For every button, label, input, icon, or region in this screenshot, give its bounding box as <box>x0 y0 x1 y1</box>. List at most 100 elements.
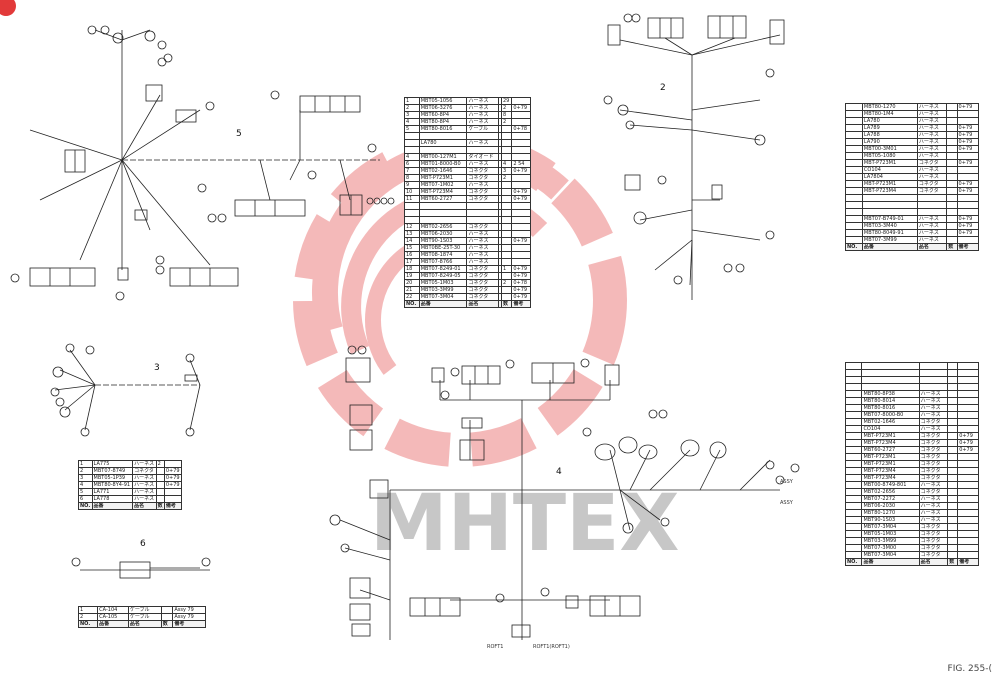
table-cell: NO. <box>845 243 863 251</box>
table-cell <box>404 216 420 224</box>
table-cell <box>947 383 959 391</box>
table-cell <box>957 411 979 419</box>
table-cell: 11 <box>404 195 420 203</box>
table-cell <box>844 411 863 419</box>
table-cell: MBT60-2727 <box>861 446 920 454</box>
table-cell: MBT80-1270 <box>861 103 918 111</box>
table-cell <box>844 397 863 405</box>
table-cell <box>844 432 863 440</box>
table-cell: LA778 <box>91 495 134 503</box>
table-cell <box>916 208 948 216</box>
table-cell <box>957 530 979 538</box>
table-cell: 0+79 <box>957 446 979 454</box>
table-cell <box>511 209 531 217</box>
table-cell: NO. <box>404 300 420 308</box>
callout-label-right-b: ASSY <box>780 500 794 506</box>
table-cell: 18 <box>404 265 420 273</box>
table-cell: LA790 <box>861 138 918 146</box>
table-cell: MBT-P723M4 <box>861 187 918 195</box>
table-cell: MBT06-2030 <box>418 230 468 238</box>
table-cell <box>861 362 920 370</box>
table-cell <box>844 383 863 391</box>
table-cell <box>844 439 863 447</box>
table-cell <box>845 145 863 153</box>
table-cell: MBT80-8016 <box>861 404 920 412</box>
table-cell <box>946 194 958 202</box>
table-cell: MBT80-1270 <box>861 509 920 517</box>
table-cell <box>500 223 513 231</box>
table-cell: ハーネス <box>466 118 499 126</box>
table-cell <box>956 166 980 174</box>
table-cell: MBT-P723M1 <box>861 432 920 440</box>
table-cell <box>844 516 863 524</box>
table-cell: 19 <box>404 272 420 280</box>
harness-2 <box>603 13 785 300</box>
table-cell: 0+79 <box>956 229 980 237</box>
table-cell: 6 <box>404 160 420 168</box>
table-cell <box>947 439 959 447</box>
table-cell: MBT80-8P38 <box>861 390 920 398</box>
table-cell: CA-104 <box>97 606 129 614</box>
table-cell <box>946 229 958 237</box>
table-cell <box>845 229 863 237</box>
table-cell: 0+79 <box>957 439 979 447</box>
table-cell: 0+79 <box>956 124 980 132</box>
table-cell: LA780 <box>861 117 918 125</box>
table-cell <box>404 139 420 147</box>
table-row: NO.品番品名数備考 <box>78 502 183 510</box>
table-cell <box>844 537 863 545</box>
table-row <box>844 362 979 370</box>
table-cell <box>946 152 958 160</box>
table-cell <box>500 146 513 154</box>
table-cell: MBT60-2727 <box>418 195 468 203</box>
table-cell <box>956 117 980 125</box>
table-cell <box>155 474 165 482</box>
table-cell <box>946 208 958 216</box>
table-cell: MBT-P723M1 <box>861 180 918 188</box>
table-cell: 0+79 <box>511 188 531 196</box>
table-cell <box>466 132 499 140</box>
table-cell: ハーネス <box>466 251 499 259</box>
table-cell: 2 <box>500 118 513 126</box>
table-cell: ハーネス <box>916 236 948 244</box>
table-cell: 数 <box>946 243 958 251</box>
table-cell <box>155 495 165 503</box>
table-cell: NO. <box>78 502 93 510</box>
table-cell: 品名 <box>916 243 948 251</box>
table-cell <box>500 293 513 301</box>
table-cell <box>500 132 513 140</box>
table-cell <box>946 201 958 209</box>
table-cell: 4 <box>78 481 93 489</box>
table-cell <box>946 222 958 230</box>
callout-label-bottom-a: ROFT1 <box>487 644 503 650</box>
table-cell: ハーネス <box>466 181 499 189</box>
table-cell: 1 <box>500 265 513 273</box>
table-cell: ハーネス <box>918 411 949 419</box>
table-cell <box>844 453 863 461</box>
table-row: NO.品番品名数備考 <box>404 300 531 308</box>
table-cell: 備考 <box>163 502 183 510</box>
table-row <box>404 209 531 217</box>
table-cell: コネクタ <box>918 453 949 461</box>
table-cell <box>160 613 174 621</box>
table-cell <box>845 208 863 216</box>
table-cell: MBT07-3M00 <box>861 544 920 552</box>
table-cell: 12 <box>404 223 420 231</box>
table-cell <box>946 131 958 139</box>
table-cell: 2 <box>500 104 513 112</box>
table-cell: MBT80-8P4 <box>418 118 468 126</box>
table-cell: 品名 <box>127 620 162 628</box>
table-cell <box>511 223 531 231</box>
